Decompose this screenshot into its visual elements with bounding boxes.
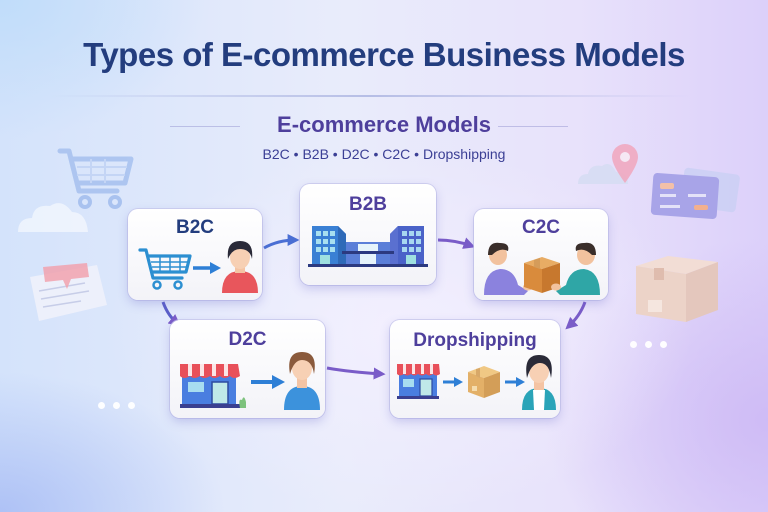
model-tags: B2C • B2B • D2C • C2C • Dropshipping [262,146,506,162]
model-card-b2c: B2C [128,209,262,300]
chat-bubble-icon [30,263,107,321]
card-title: B2C [175,217,214,238]
shopping-cart-icon [57,148,134,209]
arrow-b2b-to-c2c [437,237,476,249]
location-pin-icon [612,144,638,183]
arrow-right-icon [251,375,285,389]
office-buildings-icon [308,226,428,267]
dots-icon [98,396,143,414]
package-box-icon [636,256,718,322]
subtitle-rule-left [170,126,240,127]
model-card-d2c: D2C [170,320,325,418]
credit-card-icon [650,167,740,219]
card-title: D2C [228,329,267,350]
model-card-dropshipping: Dropshipping [390,320,560,418]
storefront-icon [397,364,440,399]
package-box-icon [524,257,560,293]
card-title: B2B [348,194,387,215]
package-box-icon [468,366,500,398]
person-icon [551,242,600,295]
subtitle-rule-right [498,126,568,127]
title-divider [50,95,690,97]
arrow-right-icon [443,377,463,387]
person-icon [484,242,533,295]
arrow-b2c-to-b2b [263,234,300,250]
storefront-icon [180,364,246,408]
cloud-icon [578,164,628,184]
model-card-b2b: B2B [300,184,436,285]
shopping-cart-icon [138,248,192,290]
page-title: Types of E-commerce Business Models [83,36,685,73]
model-card-c2c: C2C [474,209,608,300]
cloud-icon [18,203,88,232]
customer-icon [284,352,320,410]
arrow-right-icon [505,377,525,387]
customer-icon [222,241,258,293]
arrow-right-icon [193,262,221,274]
arrow-c2c-to-dropshipping [565,301,587,330]
arrow-d2c-to-dropshipping [326,366,386,380]
section-subtitle: E-commerce Models [277,112,491,137]
customer-icon [522,355,556,410]
c2c-exchange-illustration [484,242,600,295]
card-title: Dropshipping [413,330,537,351]
card-title: C2C [521,217,560,238]
dots-icon [630,335,675,353]
